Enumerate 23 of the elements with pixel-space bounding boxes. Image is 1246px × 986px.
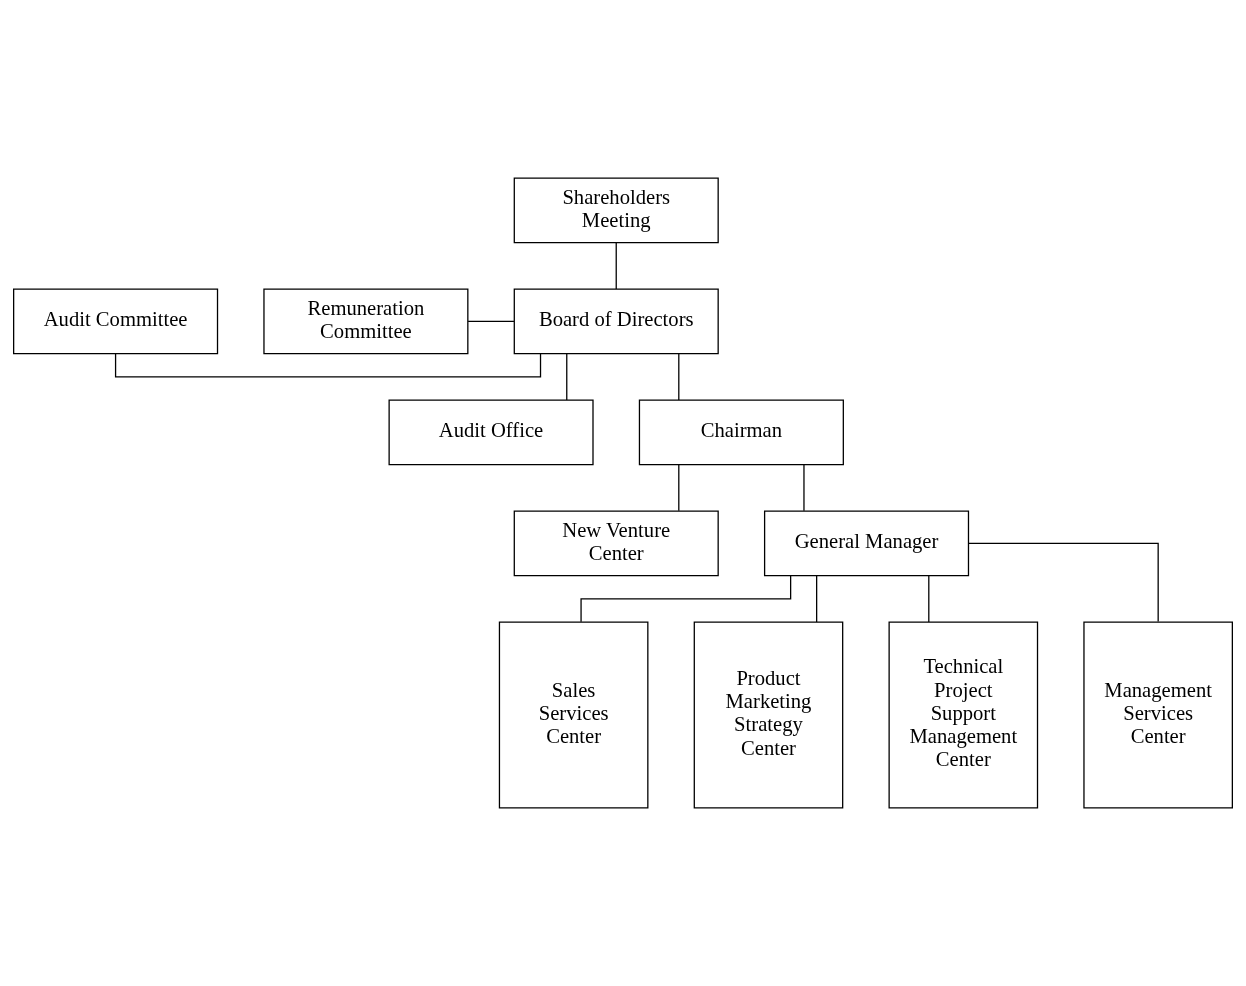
node-box: Remuneration Committee	[263, 288, 469, 355]
connector	[928, 574, 930, 623]
connector	[967, 542, 1159, 623]
node-box: Chairman	[638, 399, 844, 466]
node-box: Product Marketing Strategy Center	[693, 621, 844, 809]
connector	[615, 242, 617, 290]
node-box: Audit Office	[388, 399, 594, 466]
node-box: Sales Services Center	[498, 621, 649, 809]
node-box: General Manager	[763, 510, 970, 577]
node-box: Board of Directors	[513, 288, 719, 355]
connector	[580, 574, 792, 623]
connector	[467, 320, 515, 323]
node-box: Technical Project Support Management Center	[888, 621, 1039, 809]
connector	[803, 464, 805, 512]
connector	[678, 464, 680, 512]
connector	[678, 353, 680, 401]
node-box: Shareholders Meeting	[513, 177, 719, 244]
connector	[114, 353, 542, 378]
connector	[566, 353, 568, 401]
node-box: Audit Committee	[13, 288, 219, 355]
node-box: Management Services Center	[1083, 621, 1233, 809]
connector	[816, 574, 818, 623]
node-box: New Venture Center	[513, 510, 719, 577]
